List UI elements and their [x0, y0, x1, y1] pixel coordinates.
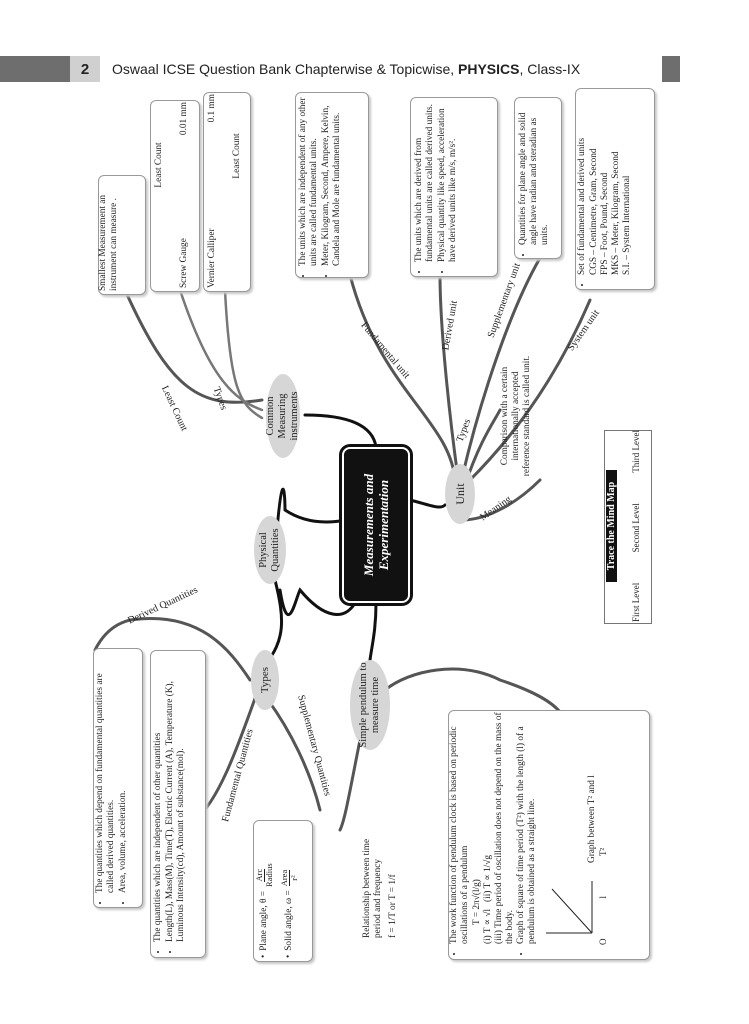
label-types: Types: [259, 666, 271, 694]
box-fundamental-units: The units which are independent of any o…: [295, 92, 369, 278]
box-derived-quantities: The quantities which depend on fundament…: [93, 648, 143, 908]
header-title: Oswaal ICSE Question Bank Chapterwise & …: [112, 61, 581, 77]
node-types: [251, 650, 279, 710]
node-common-measuring: [266, 374, 300, 458]
header-bar-left: [0, 56, 70, 82]
box-least-count-def: Smallest Measurement an instrument can m…: [98, 175, 146, 295]
box-pendulum: The work function of pendulum clock is b…: [448, 710, 650, 960]
box-fundamental-quantities: The quantities which are independent of …: [150, 650, 206, 958]
page-number: 2: [70, 56, 100, 82]
node-simple-pendulum: [350, 660, 390, 750]
label-unit: Unit: [453, 483, 467, 505]
box-system-units: Set of fundamental and derived units CGS…: [575, 88, 655, 290]
node-unit: [445, 464, 475, 524]
label-common-measuring: Common Measuring instruments: [265, 391, 300, 441]
box-supplementary-units: Quantities for plane angle and solid ang…: [514, 97, 562, 259]
header-bar-right: [662, 56, 680, 82]
label-physical-quantities: Physical Quantities: [258, 528, 281, 572]
label-simple-pendulum: Simple pendulum to measure time: [358, 662, 381, 748]
central-topic-box: [342, 447, 410, 603]
trace-mind-map-legend: Trace the Mind Map First Level Second Le…: [604, 430, 652, 624]
node-physical-quantities: [254, 516, 286, 584]
central-topic: Measurements and Experimentation: [361, 473, 391, 577]
pendulum-graph: [546, 881, 593, 934]
relationship-text: Relationship between time period and fre…: [362, 838, 398, 938]
unit-meaning-text: Comparison with a certain internationall…: [500, 355, 532, 477]
box-derived-units: The units which are derived from fundame…: [410, 97, 498, 277]
